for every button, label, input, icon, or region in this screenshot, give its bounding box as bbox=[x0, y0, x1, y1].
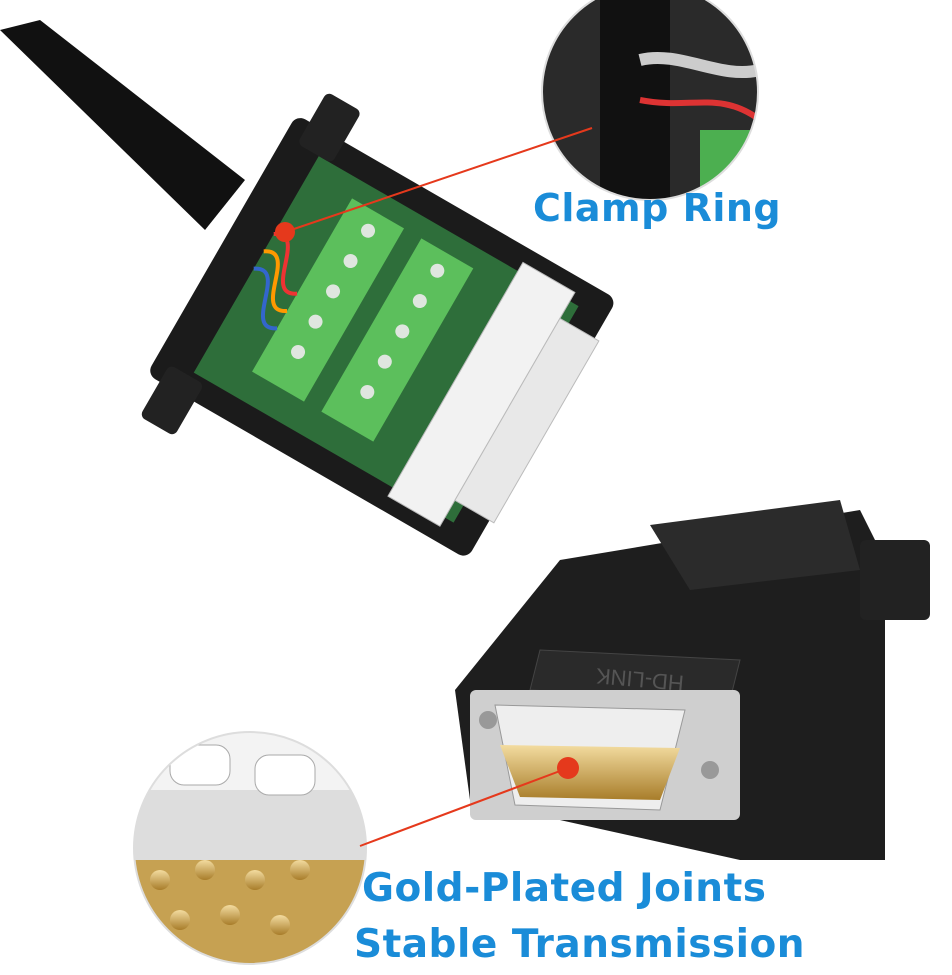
clamp-ring-inset bbox=[542, 0, 758, 200]
stable-transmission-label: Stable Transmission bbox=[354, 922, 806, 967]
clamp-callout-dot bbox=[275, 222, 295, 242]
closed-connector: HD-LINK bbox=[455, 500, 930, 860]
gold-pins-inset bbox=[134, 732, 366, 964]
clamp-ring-label: Clamp Ring bbox=[533, 186, 782, 230]
open-connector bbox=[141, 93, 614, 556]
cable bbox=[0, 20, 245, 230]
gold-callout-dot bbox=[557, 757, 579, 779]
clamp-callout-line bbox=[284, 127, 593, 233]
gold-callout-line bbox=[359, 767, 569, 847]
gold-plated-label: Gold-Plated Joints bbox=[362, 866, 767, 911]
